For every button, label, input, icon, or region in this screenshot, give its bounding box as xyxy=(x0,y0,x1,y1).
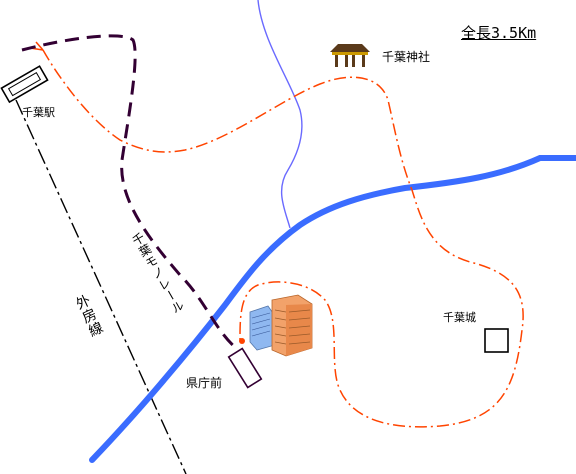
chiba-station-label: 千葉駅 xyxy=(22,106,55,119)
monorail-line xyxy=(21,34,237,350)
route-end-dot xyxy=(239,338,245,344)
office-building-icon xyxy=(249,294,313,357)
kencho-mae-label: 県庁前 xyxy=(186,376,223,390)
castle-marker-icon xyxy=(484,328,509,353)
river xyxy=(89,155,576,463)
total-length-label: 全長3.5Km xyxy=(461,24,537,42)
shrine-gate-icon xyxy=(330,44,370,67)
station-icon xyxy=(0,65,49,104)
stream xyxy=(257,0,303,229)
railway-line xyxy=(15,99,187,474)
chiba-castle-label: 千葉城 xyxy=(443,311,476,324)
kencho-mae-station-icon xyxy=(227,347,263,389)
chiba-shrine-label: 千葉神社 xyxy=(382,50,431,64)
